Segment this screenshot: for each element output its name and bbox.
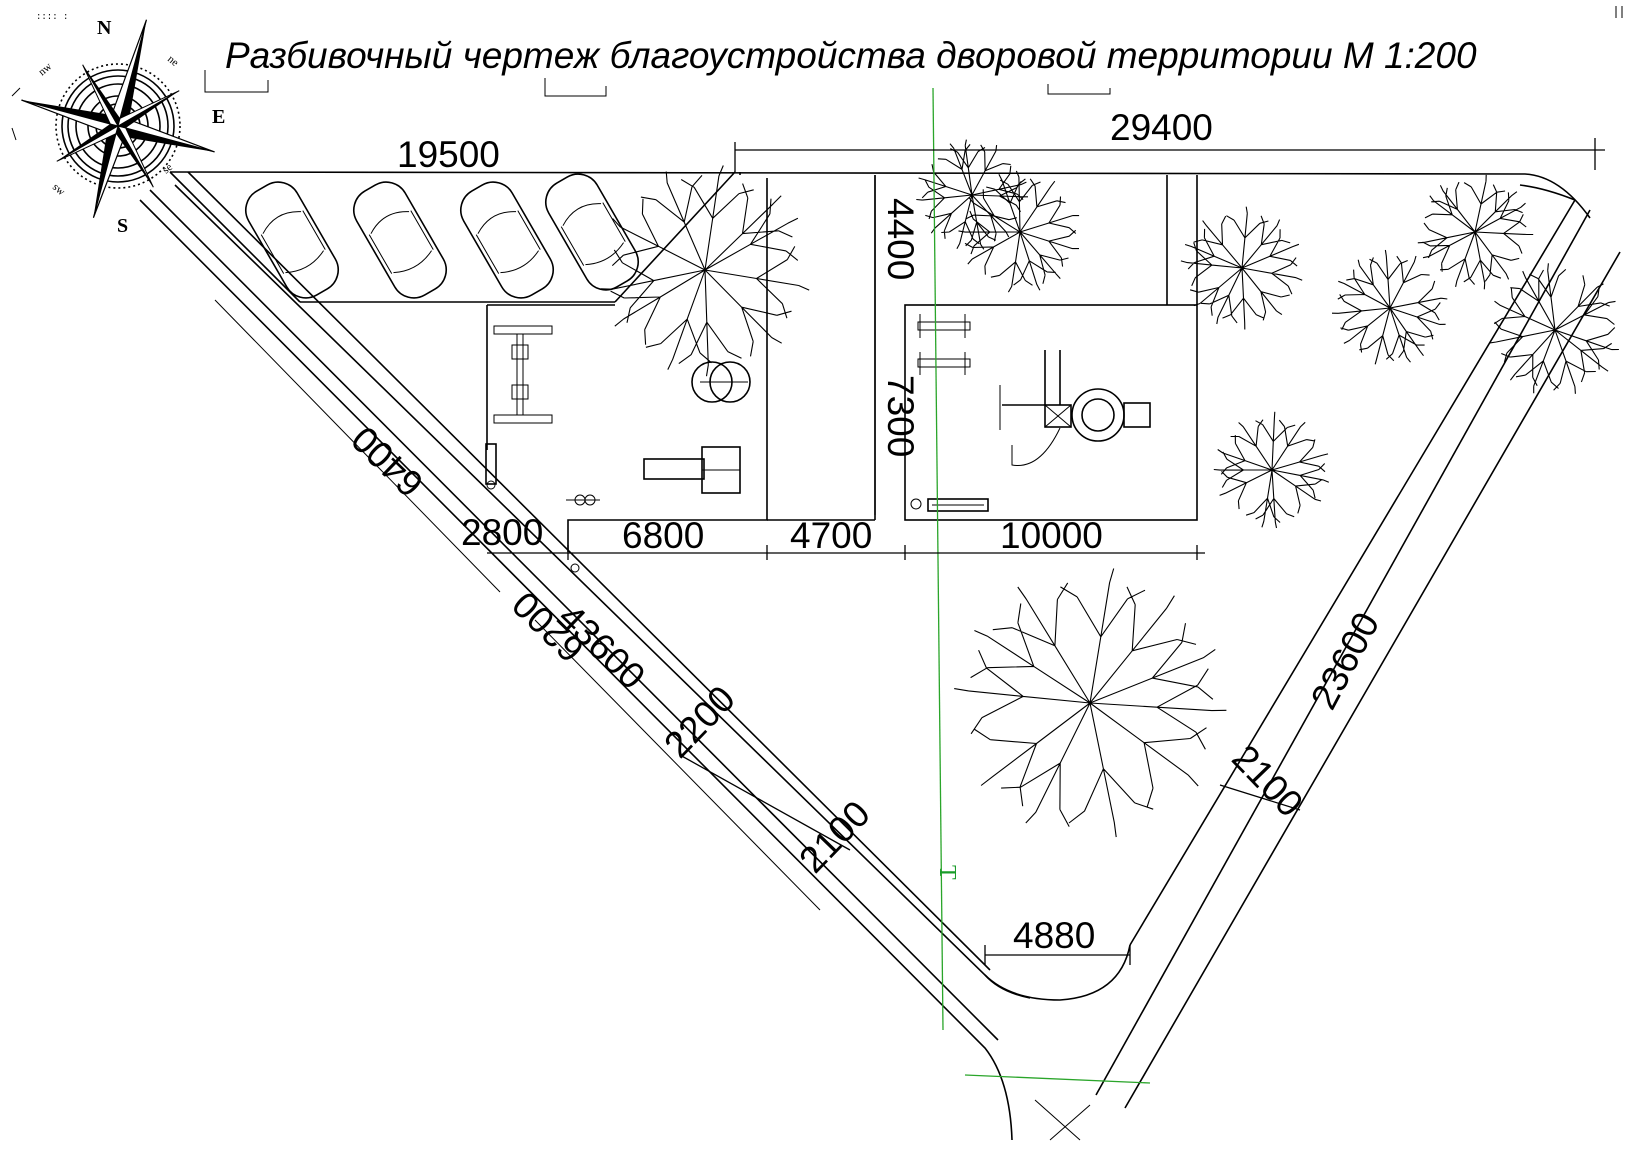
- dim-row-a: 2800: [461, 512, 543, 553]
- tree-9: [1489, 263, 1619, 394]
- central-strip: [767, 175, 876, 521]
- compass-ne-label: ne: [165, 53, 181, 69]
- tree-6: [1331, 249, 1448, 365]
- dim-right-offset: 2100: [1224, 737, 1311, 825]
- dim-bottom: 4880: [1013, 915, 1095, 956]
- site-boundary: [139, 171, 1621, 1141]
- compass-nw-label: nw: [36, 60, 54, 78]
- tree-2: [916, 139, 1028, 250]
- dim-vertical-upper: 4400: [880, 198, 921, 280]
- dim-row-b: 6800: [622, 515, 704, 556]
- car-3: [460, 181, 554, 299]
- car-1: [245, 181, 339, 299]
- tree-4: [1180, 206, 1303, 330]
- svg-text::::: :: :::: :: [36, 12, 68, 22]
- dim-mirrored-1: 6400: [344, 418, 432, 505]
- car-2: [353, 181, 447, 299]
- dim-row-c: 4700: [790, 515, 872, 556]
- car-4: [545, 173, 639, 291]
- survey-marker-label: T: [934, 865, 960, 880]
- dimension-lines: [214, 138, 1605, 1141]
- sports-area: [485, 178, 768, 573]
- parking-area: [169, 171, 741, 303]
- trees: [600, 139, 1619, 838]
- compass-north-label: N: [97, 17, 112, 39]
- dim-row-d: 10000: [1000, 515, 1103, 556]
- tree-1: [600, 165, 810, 377]
- tree-7: [1213, 411, 1330, 529]
- playground-equipment: [910, 314, 1151, 512]
- dim-vertical-lower: 7300: [880, 375, 921, 457]
- playground-area: [904, 175, 1198, 521]
- title-frame-stubs: [11, 70, 1111, 141]
- dim-top-right: 29400: [1110, 107, 1213, 148]
- compass-south-label: S: [117, 215, 128, 237]
- dim-top-left: 19500: [397, 134, 500, 175]
- tree-8: [954, 568, 1227, 838]
- workout-equipment: [485, 325, 751, 573]
- survey-line: T: [932, 87, 1151, 1084]
- tree-3: [958, 170, 1080, 293]
- compass-sw-label: sw: [50, 181, 67, 198]
- corner-marks: :::: :: [36, 6, 1623, 22]
- tree-5: [1417, 174, 1534, 290]
- drawing-title: Разбивочный чертеж благоустройства дворо…: [225, 35, 1477, 76]
- compass-rose: N S E nw ne sw se: [21, 17, 225, 237]
- dim-right-long: 23600: [1303, 606, 1388, 716]
- dim-diagonal-offset-1: 2200: [656, 678, 743, 766]
- compass-east-label: E: [212, 106, 225, 128]
